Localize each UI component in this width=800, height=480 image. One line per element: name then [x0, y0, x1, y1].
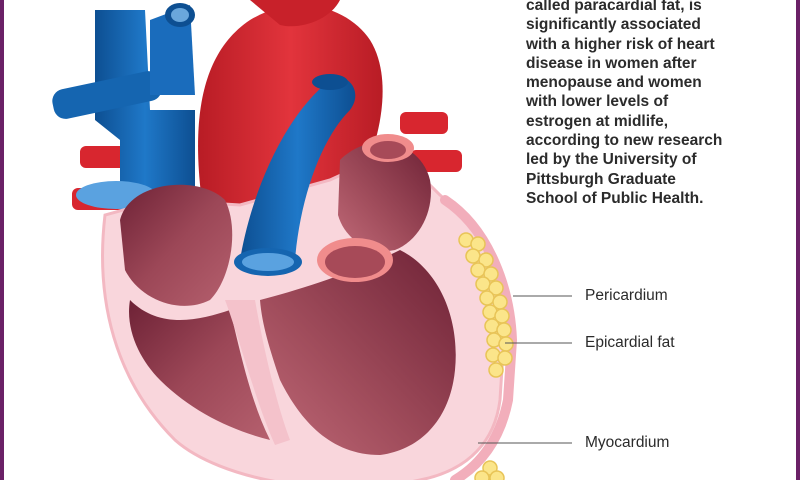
caption-line: significantly associated [526, 16, 701, 34]
right-ventricle [129, 300, 270, 440]
pericardium-label: Pericardium [585, 287, 668, 304]
left-atrium [338, 142, 431, 251]
caption-line: disease in women after [526, 54, 697, 72]
pulmonary-artery [234, 74, 356, 276]
myocardium-label: Myocardium [585, 434, 670, 451]
caption-line: estrogen at midlife, [526, 112, 669, 130]
frame-border-left [0, 0, 4, 480]
epicardial-fat [458, 232, 514, 480]
vena-cava [52, 3, 195, 220]
caption-line: with a higher risk of heart [526, 35, 715, 53]
caption-line: with lower levels of [526, 93, 669, 111]
aortic-valve [317, 134, 414, 282]
caption-line: menopause and women [526, 74, 702, 92]
epicardial-fat-label: Epicardial fat [585, 334, 675, 351]
right-atrium [120, 184, 233, 306]
septum [225, 300, 290, 445]
frame-border-right [796, 0, 800, 480]
left-ventricle [260, 250, 456, 455]
caption-line: according to new research [526, 132, 723, 150]
caption-text: called paracardial fat, is significantly… [526, 0, 776, 208]
caption-line: called paracardial fat, is [526, 0, 702, 14]
caption-line: led by the University of [526, 151, 697, 169]
caption-line: Pittsburgh Graduate [526, 170, 676, 188]
caption-line: School of Public Health. [526, 189, 704, 207]
